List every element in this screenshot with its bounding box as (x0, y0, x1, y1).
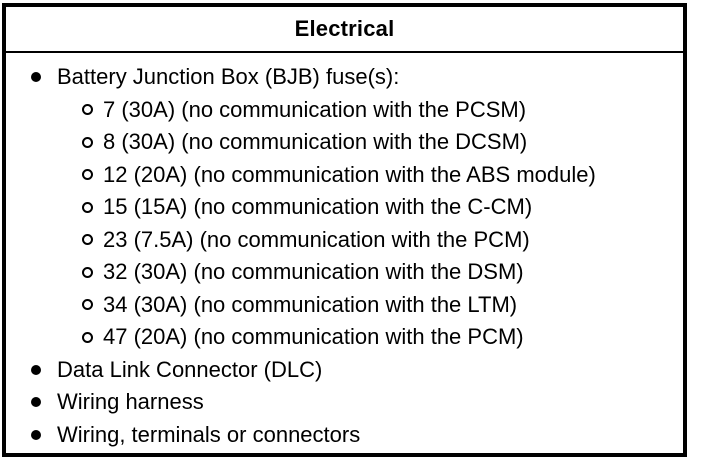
sub-list-item-label: 34 (30A) (no communication with the LTM) (103, 291, 518, 317)
sub-list-item-label: 23 (7.5A) (no communication with the PCM… (103, 226, 530, 252)
circle-bullet-icon (82, 234, 93, 246)
sub-list-item: 8 (30A) (no communication with the DCSM) (6, 126, 683, 159)
sub-list-item: 15 (15A) (no communication with the C-CM… (6, 191, 683, 224)
circle-bullet-icon (82, 266, 93, 278)
circle-bullet-icon (82, 331, 93, 343)
sub-list-item: 23 (7.5A) (no communication with the PCM… (6, 224, 683, 257)
list-item-label: Battery Junction Box (BJB) fuse(s): (57, 64, 400, 90)
list-item-label: Data Link Connector (DLC) (57, 356, 323, 382)
circle-bullet-icon (82, 201, 93, 213)
panel-title: Electrical (294, 16, 395, 41)
sub-list-item-label: 12 (20A) (no communication with the ABS … (103, 161, 596, 187)
sub-list-item: 12 (20A) (no communication with the ABS … (6, 159, 683, 192)
circle-bullet-icon (82, 169, 93, 181)
panel-header: Electrical (6, 7, 683, 53)
sub-list-item-label: 32 (30A) (no communication with the DSM) (103, 259, 524, 285)
electrical-panel: Electrical Battery Junction Box (BJB) fu… (2, 3, 687, 457)
circle-bullet-icon (82, 299, 93, 311)
sub-list-item-label: 15 (15A) (no communication with the C-CM… (103, 194, 533, 220)
sub-list-item: 7 (30A) (no communication with the PCSM) (6, 94, 683, 127)
list-item: Battery Junction Box (BJB) fuse(s): (6, 61, 683, 94)
sub-list-item: 47 (20A) (no communication with the PCM) (6, 321, 683, 354)
sub-list-item-label: 47 (20A) (no communication with the PCM) (103, 324, 524, 350)
circle-bullet-icon (82, 104, 93, 116)
disc-bullet-icon (31, 397, 41, 408)
list-item: Wiring harness (6, 386, 683, 419)
disc-bullet-icon (31, 72, 41, 83)
disc-bullet-icon (31, 364, 41, 375)
sub-list-item: 32 (30A) (no communication with the DSM) (6, 256, 683, 289)
sub-list-item-label: 8 (30A) (no communication with the DCSM) (103, 129, 528, 155)
list-item-label: Wiring, terminals or connectors (57, 421, 361, 447)
possible-causes-list: Battery Junction Box (BJB) fuse(s): 7 (30… (6, 53, 683, 451)
circle-bullet-icon (82, 136, 93, 148)
list-item-label: Wiring harness (57, 389, 204, 415)
list-item: Data Link Connector (DLC) (6, 354, 683, 387)
sub-list-item-label: 7 (30A) (no communication with the PCSM) (103, 96, 527, 122)
disc-bullet-icon (31, 429, 41, 440)
list-item: Wiring, terminals or connectors (6, 419, 683, 452)
sub-list-item: 34 (30A) (no communication with the LTM) (6, 289, 683, 322)
